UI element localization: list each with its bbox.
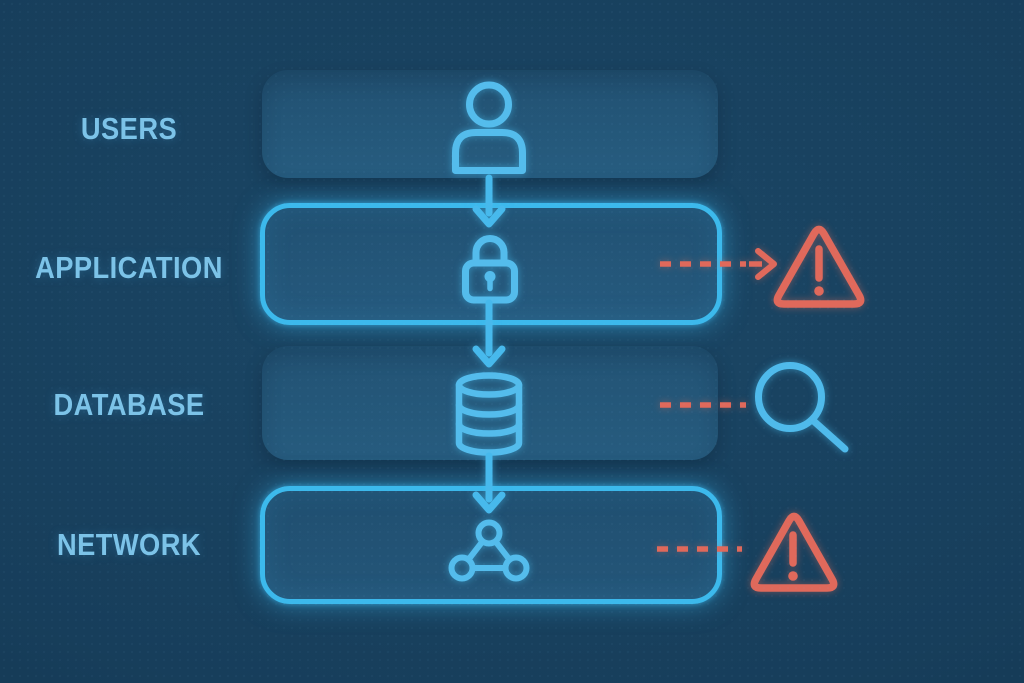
layer-label-database: DATABASE — [53, 387, 205, 422]
lock-icon — [462, 235, 518, 304]
magnifier-icon — [755, 362, 849, 453]
application-warning-triangle-icon — [773, 225, 865, 308]
database-icon — [455, 372, 523, 456]
layer-label-application: APPLICATION — [35, 250, 223, 285]
network-warning-triangle-icon — [750, 512, 838, 592]
layer-label-network: NETWORK — [56, 527, 202, 562]
network-icon — [448, 519, 530, 582]
user-icon — [452, 81, 526, 174]
layer-label-users: USERS — [80, 111, 178, 146]
